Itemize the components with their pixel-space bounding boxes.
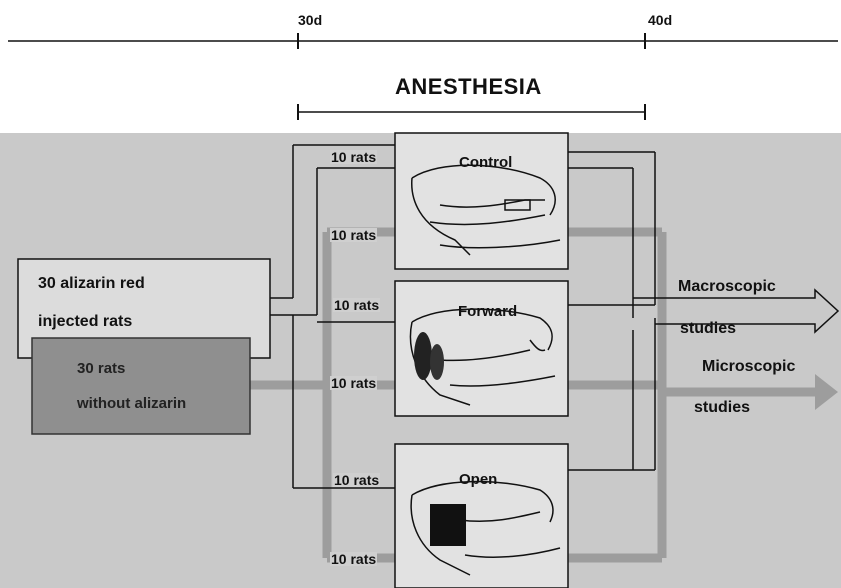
forward-appliance-mark-2 [430,344,444,380]
timeline-label-40d: 40d [648,13,672,27]
open-panel [395,444,568,588]
without-alizarin-line-2: without alizarin [77,396,186,411]
open-upper-count: 10 rats [333,473,380,487]
open-bite-block [430,504,466,546]
macroscopic-label-line-2: studies [680,321,736,337]
injected-rats-line-2: injected rats [38,314,132,330]
control-panel-title: Control [459,155,512,170]
microscopic-label-line-2: studies [694,400,750,416]
forward-lower-count: 10 rats [330,376,377,390]
macroscopic-label-line-1: Macroscopic [678,279,776,295]
forward-upper-count: 10 rats [333,298,380,312]
open-lower-count: 10 rats [330,552,377,566]
without-alizarin-line-1: 30 rats [77,361,125,376]
control-upper-count: 10 rats [330,150,377,164]
anesthesia-label: ANESTHESIA [395,76,542,98]
without-alizarin-box [32,338,250,434]
open-panel-title: Open [459,472,497,487]
timeline-label-30d: 30d [298,13,322,27]
microscopic-label-line-1: Microscopic [702,359,795,375]
injected-rats-line-1: 30 alizarin red [38,276,145,292]
control-lower-count: 10 rats [330,228,377,242]
forward-appliance-mark [414,332,432,380]
forward-panel-title: Forward [458,304,517,319]
